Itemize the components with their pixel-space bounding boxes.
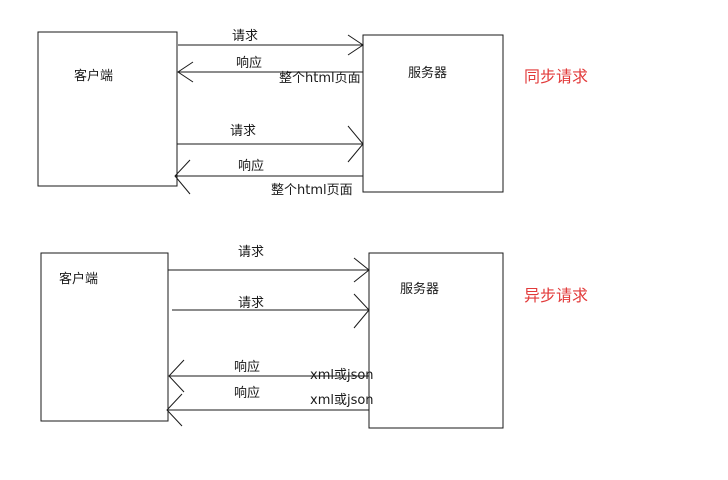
sync-response-label-2: 响应 bbox=[238, 158, 264, 174]
sync-request-arrow-2 bbox=[177, 125, 364, 163]
sync-client-box bbox=[37, 31, 178, 187]
sync-request-label-2: 请求 bbox=[230, 124, 256, 139]
async-response-label-1: 响应 bbox=[234, 359, 260, 375]
async-response-arrow-1 bbox=[168, 359, 369, 393]
async-payload-label-1: xml或json bbox=[310, 368, 374, 383]
async-mode-label: 异步请求 bbox=[524, 286, 588, 305]
async-section: 客户端 服务器 异步请求 请求 请求 响应 xml或json 响应 xml或js… bbox=[40, 245, 588, 429]
sync-server-box bbox=[362, 34, 504, 193]
async-payload-label-2: xml或json bbox=[310, 393, 374, 408]
sync-response-arrow-2 bbox=[174, 159, 363, 195]
sync-payload-label-1: 整个html页面 bbox=[279, 71, 361, 86]
sync-mode-label: 同步请求 bbox=[524, 67, 588, 86]
async-request-label-1: 请求 bbox=[238, 245, 264, 260]
async-server-label: 服务器 bbox=[400, 281, 439, 297]
sync-response-label-1: 响应 bbox=[236, 55, 262, 71]
sync-request-arrow-1 bbox=[178, 34, 364, 56]
sync-payload-label-2: 整个html页面 bbox=[271, 183, 353, 198]
async-response-label-2: 响应 bbox=[234, 385, 260, 401]
async-client-box bbox=[40, 252, 169, 422]
async-request-label-2: 请求 bbox=[238, 296, 264, 311]
async-response-arrow-2 bbox=[166, 393, 369, 427]
sync-client-label: 客户端 bbox=[74, 68, 113, 84]
async-client-label: 客户端 bbox=[59, 271, 98, 287]
sync-request-label-1: 请求 bbox=[232, 29, 258, 44]
async-request-arrow-1 bbox=[168, 257, 370, 283]
sync-section: 客户端 服务器 同步请求 请求 响应 整个html页面 请求 响应 整个html… bbox=[37, 29, 588, 198]
async-request-arrow-2 bbox=[172, 293, 370, 329]
sync-server-label: 服务器 bbox=[408, 65, 447, 81]
sync-response-arrow-1 bbox=[177, 61, 363, 83]
async-server-box bbox=[368, 252, 504, 429]
